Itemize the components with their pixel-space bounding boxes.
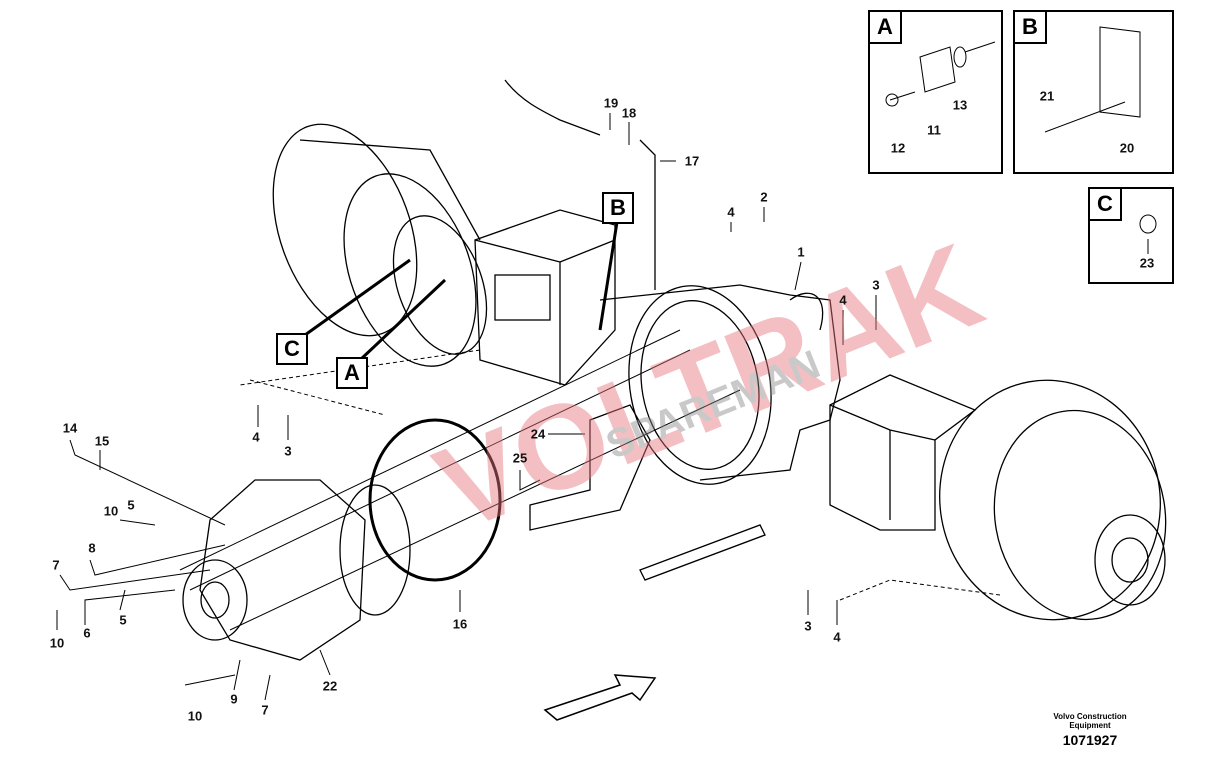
left-wheel-hub — [272, 123, 488, 367]
callout: 1 — [797, 244, 805, 260]
detail-ref-a: A — [336, 357, 368, 389]
callout: 7 — [52, 557, 60, 573]
differential-carrier — [182, 479, 411, 661]
callout: 3 — [284, 443, 292, 459]
plate-drawing — [1044, 26, 1141, 133]
callout-20: 20 — [1119, 140, 1135, 156]
callout: 16 — [452, 616, 468, 632]
callout: 9 — [230, 691, 238, 707]
right-wheel-hub — [829, 374, 1167, 621]
inset-letter-a: A — [870, 12, 902, 44]
o-ring — [368, 418, 502, 582]
callout: 7 — [261, 702, 269, 718]
detail-inset-a: A — [868, 10, 1003, 174]
callout: 14 — [62, 420, 78, 436]
illustration-number: 1071927 — [1062, 732, 1118, 748]
callout: 3 — [804, 618, 812, 634]
left-axle-housing — [474, 209, 616, 386]
callout: 17 — [684, 153, 700, 169]
direction-arrow — [543, 674, 657, 721]
callout: 18 — [621, 105, 637, 121]
callout: 2 — [760, 189, 768, 205]
callout: 5 — [119, 612, 127, 628]
bracket — [529, 404, 651, 531]
callout-11: 11 — [927, 122, 941, 138]
callout: 24 — [530, 426, 546, 442]
callout-13: 13 — [952, 97, 968, 113]
callout-12: 12 — [890, 140, 906, 156]
breather-hose — [504, 79, 601, 136]
cover-plate-drawing — [885, 41, 996, 107]
plug-drawing — [1139, 214, 1157, 254]
callout: 4 — [839, 292, 847, 308]
detail-ref-b: B — [602, 192, 634, 224]
callout: 3 — [872, 277, 880, 293]
detail-inset-c: C — [1088, 187, 1174, 284]
inset-letter-c: C — [1090, 189, 1122, 221]
callout: 22 — [322, 678, 338, 694]
callout: 4 — [727, 204, 735, 220]
publisher-credit: Volvo Construction Equipment 1071927 — [1050, 712, 1130, 748]
callout: 4 — [833, 629, 841, 645]
watermark: VOLTRAK SPAREMAN — [419, 218, 999, 556]
detail-inset-b: B — [1013, 10, 1174, 174]
company-name: Volvo Construction Equipment — [1053, 712, 1127, 730]
center-housing — [599, 284, 841, 485]
callout: 10 — [49, 635, 65, 651]
callout: 6 — [83, 625, 91, 641]
callout-23: 23 — [1139, 255, 1155, 271]
callout-21: 21 — [1039, 88, 1055, 104]
callout: 25 — [512, 450, 528, 466]
stud — [639, 524, 766, 581]
callout: 19 — [603, 95, 619, 111]
callout: 8 — [88, 540, 96, 556]
detail-ref-c: C — [276, 333, 308, 365]
callout: 10 — [187, 708, 203, 724]
callout: 5 — [127, 497, 135, 513]
callout: 15 — [94, 433, 110, 449]
callout: 10 — [103, 503, 119, 519]
callout: 4 — [252, 429, 260, 445]
inset-letter-b: B — [1015, 12, 1047, 44]
